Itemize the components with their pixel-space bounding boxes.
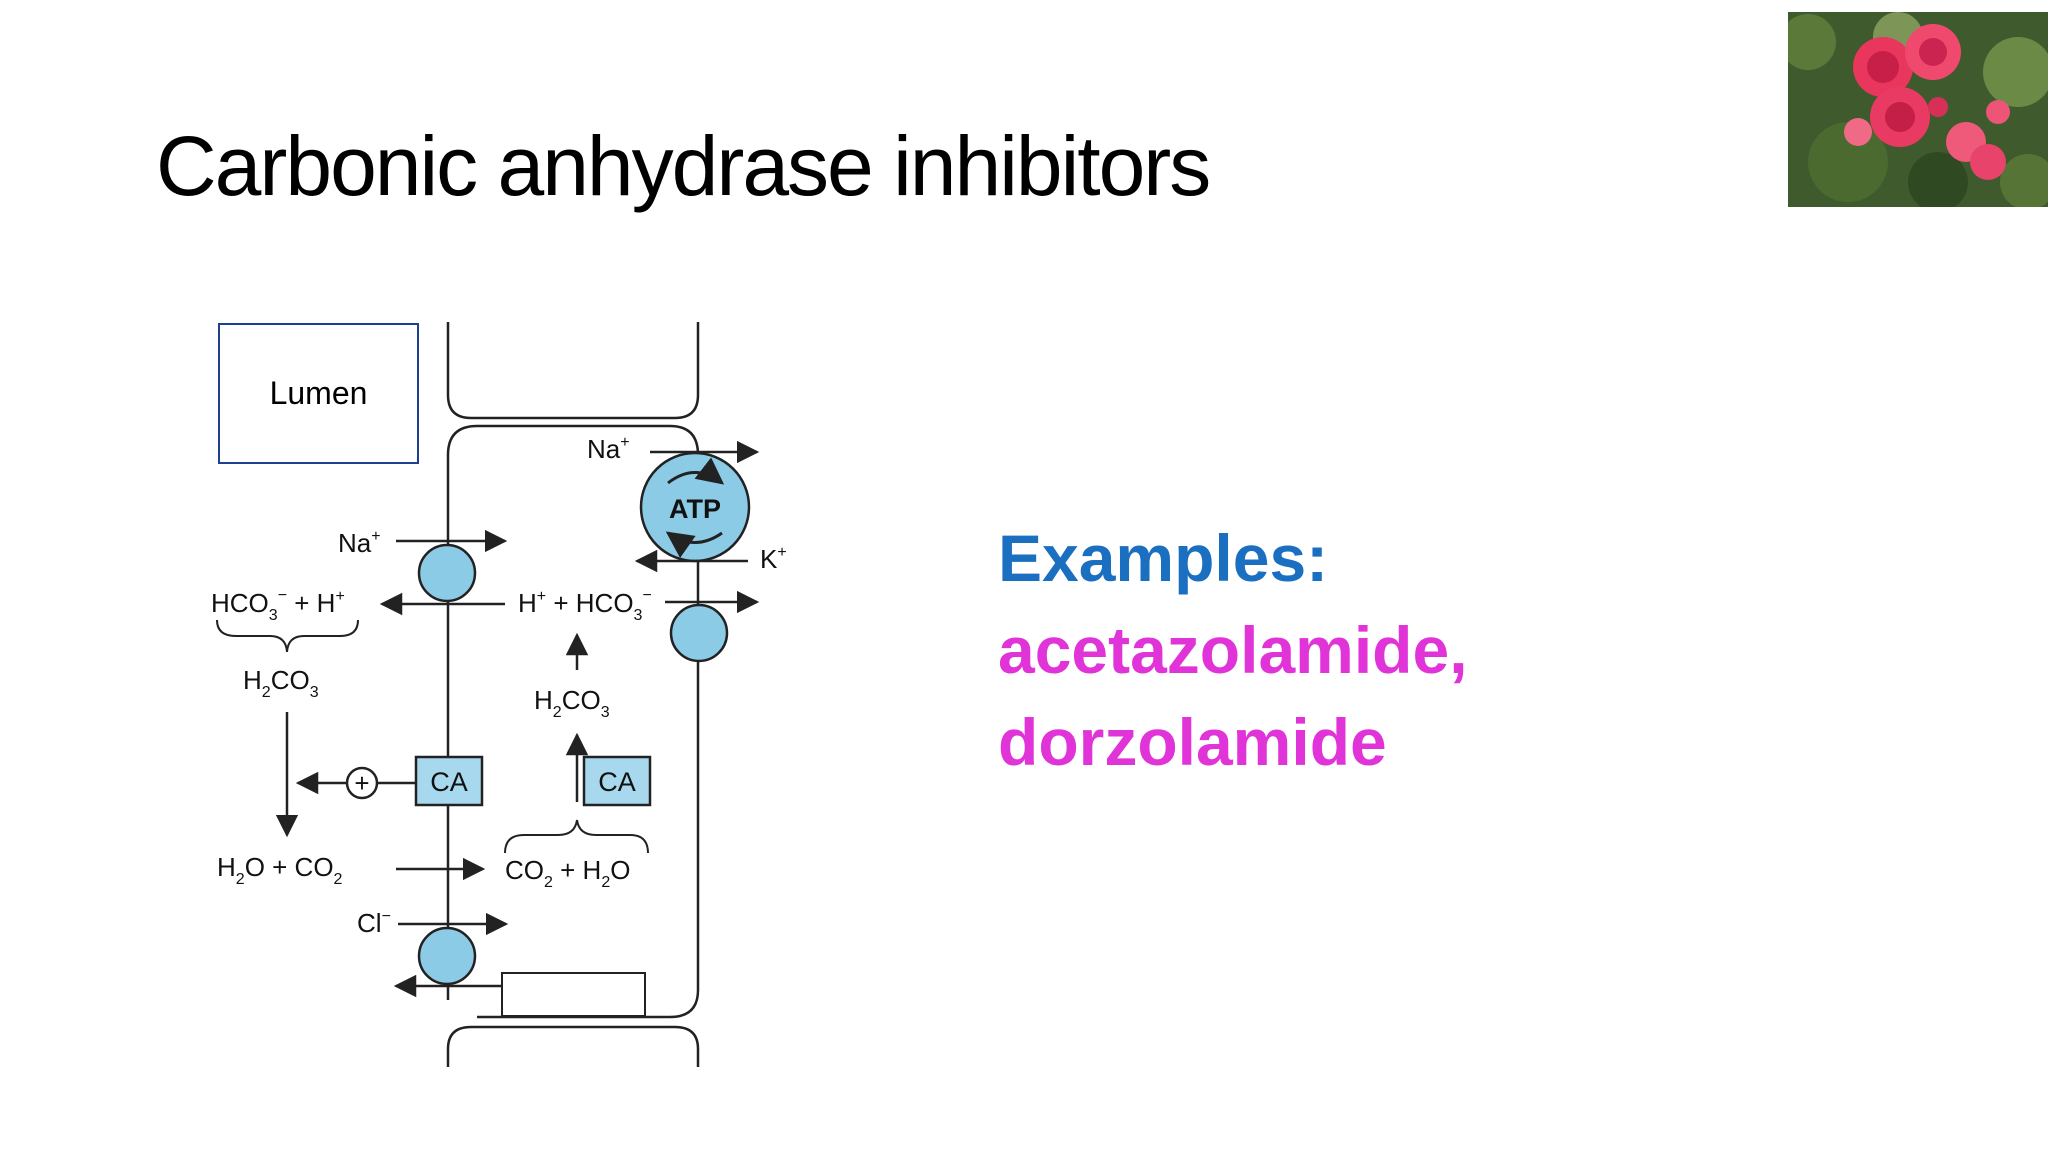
- co2-h2o-right-label: CO2 + H2O: [505, 855, 630, 891]
- drug-name-acetazolamide: acetazolamide,: [998, 613, 1468, 687]
- rose-photo: [1788, 12, 2048, 207]
- examples-heading: Examples:: [998, 521, 1329, 595]
- atp-cycle-arrows: [665, 457, 725, 559]
- lumen-label: Lumen: [269, 375, 368, 411]
- k-label: K+: [760, 544, 787, 574]
- ca-enzymes: [414, 755, 652, 807]
- transporters: [417, 451, 751, 986]
- upper-cell-outline: [446, 322, 700, 420]
- cl-transporter: [417, 926, 477, 986]
- ca-enzyme-left: [414, 755, 484, 807]
- cell-outlines: [446, 322, 700, 1067]
- stimulation-plus: +: [354, 768, 369, 798]
- hco3-h-left-label: HCO3− + H+: [211, 587, 345, 624]
- examples-block: Examples: acetazolamide, dorzolamide: [998, 512, 1468, 788]
- ca-enzyme-right: [582, 755, 652, 807]
- middle-cell-outline: [446, 424, 700, 1019]
- h2o-co2-left-label: H2O + CO2: [217, 852, 343, 888]
- stimulation-circle: [345, 766, 379, 800]
- flux-arrows: [275, 440, 760, 998]
- ca-label-right: CA: [598, 767, 636, 797]
- h2co3-right-label: H2CO3: [534, 685, 610, 721]
- braces: [216, 619, 649, 854]
- drug-name-dorzolamide: dorzolamide: [998, 705, 1387, 779]
- ca-label-left: CA: [430, 767, 468, 797]
- h-hco3-right-label: H+ + HCO3−: [518, 587, 652, 624]
- slide-title: Carbonic anhydrase inhibitors: [156, 119, 1211, 213]
- na-top-label: Na+: [587, 434, 630, 464]
- atp-label: ATP: [669, 494, 721, 524]
- blank-label-box: [501, 972, 646, 1017]
- lumen-label-box: Lumen: [218, 323, 419, 464]
- h2co3-left-label: H2CO3: [243, 665, 319, 701]
- na-h-exchanger: [417, 543, 477, 603]
- brace-right: [504, 819, 649, 854]
- brace-left: [216, 619, 359, 653]
- lower-cell-outline: [446, 1025, 700, 1067]
- hco3-transporter: [669, 603, 729, 663]
- na-left-label: Na+: [338, 528, 381, 558]
- cl-label: Cl−: [357, 908, 391, 938]
- na-k-atpase-pump: [639, 451, 751, 563]
